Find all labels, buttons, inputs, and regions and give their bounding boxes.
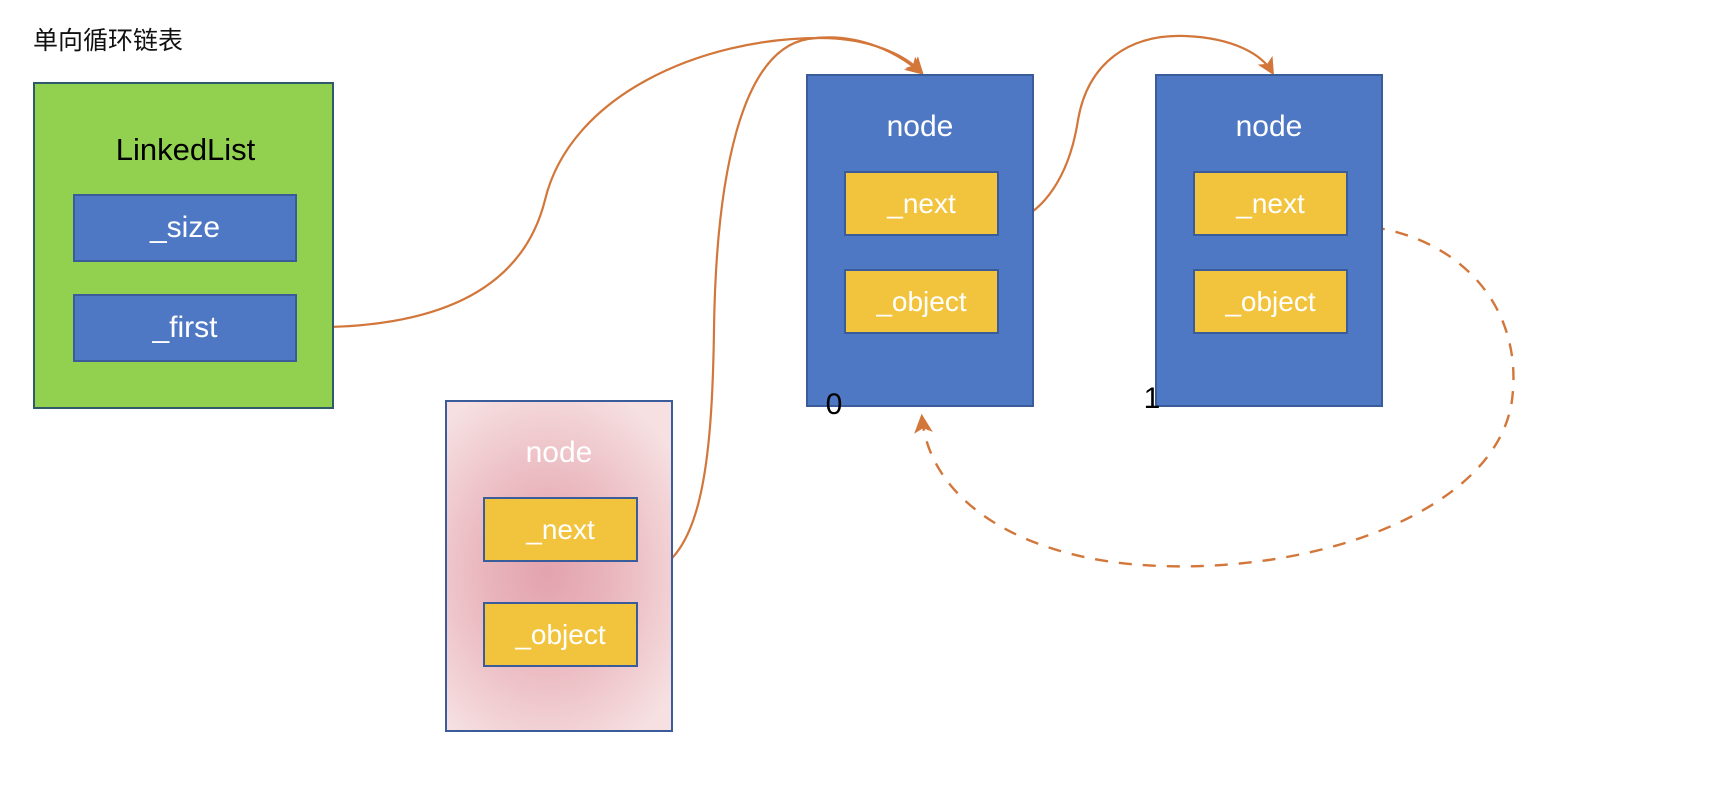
node-box-1: node _next _object <box>1155 74 1383 407</box>
node-1-field-object: _object <box>1193 269 1348 334</box>
node-box-0: node _next _object <box>806 74 1034 407</box>
new-node-field-next: _next <box>483 497 638 562</box>
linked-list-box: LinkedList _size _first <box>33 82 334 409</box>
node-0-field-next: _next <box>844 171 999 236</box>
linked-list-field-first: _first <box>73 294 297 362</box>
node-0-title: node <box>886 110 954 143</box>
new-node-field-object: _object <box>483 602 638 667</box>
node-1-title: node <box>1235 110 1303 143</box>
linked-list-field-size: _size <box>73 194 297 262</box>
new-node-title: node <box>525 436 593 469</box>
diagram-title: 单向循环链表 <box>33 26 184 55</box>
node-1-field-next: _next <box>1193 171 1348 236</box>
new-node-box: node _next _object <box>445 400 673 732</box>
linked-list-title: LinkedList <box>115 132 256 167</box>
node-0-field-object: _object <box>844 269 999 334</box>
node-1-index-label: 1 <box>1143 382 1161 415</box>
node-0-index-label: 0 <box>825 388 843 421</box>
